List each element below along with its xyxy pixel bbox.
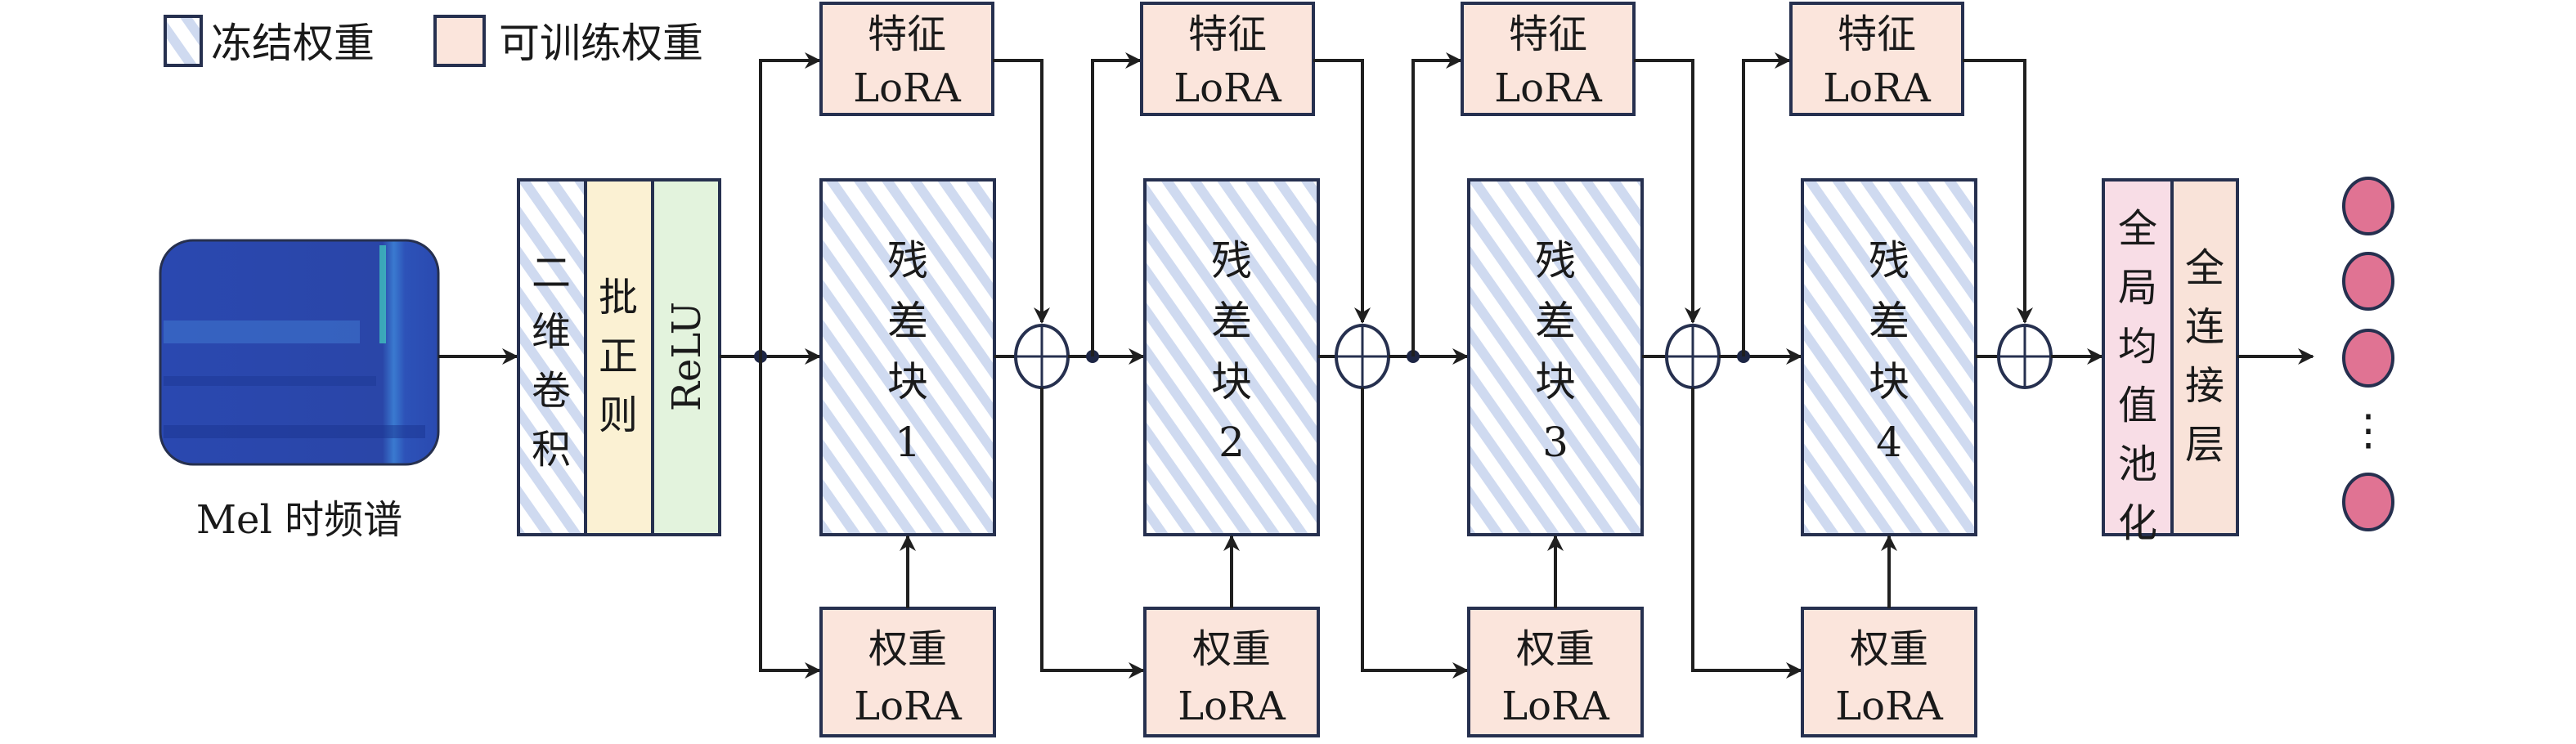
feature-lora-label: LoRA: [853, 65, 962, 111]
weight-lora-label: LoRA: [1835, 683, 1944, 729]
feature-lora-label: 特征: [868, 11, 946, 57]
weight-lora-label: 权重: [1516, 626, 1595, 672]
weight-lora-box: [819, 607, 996, 737]
feature-lora-box: [1461, 2, 1636, 116]
residual-block: [1467, 178, 1644, 536]
weight-lora-label: 权重: [868, 626, 947, 672]
batchnorm-label: 批正则: [599, 275, 638, 438]
gap-label: 全局均值池化: [2118, 206, 2157, 546]
arrow-to-feature-lora: [759, 52, 821, 356]
spectrogram-label: Mel 时频谱: [196, 497, 402, 543]
weight-lora-label: 权重: [1192, 626, 1271, 672]
weight-lora-label: LoRA: [1501, 683, 1610, 729]
output-node: [2342, 329, 2394, 388]
arrow-feature-lora-to-sum: [1963, 59, 2033, 324]
weight-lora-label: 权重: [1850, 626, 1928, 672]
weight-lora-label: LoRA: [1178, 683, 1286, 729]
legend-trainable-label: 可训练权重: [499, 20, 703, 67]
residual-block: [1801, 178, 1977, 536]
feature-lora-label: LoRA: [1823, 65, 1932, 111]
weight-lora-box: [1143, 607, 1320, 737]
arrow-to-feature-lora: [1091, 52, 1142, 356]
arrow-to-feature-lora: [1742, 52, 1791, 356]
legend-frozen-swatch: [164, 15, 203, 67]
residual-block: [1143, 178, 1320, 536]
fully-connected-block: [2170, 178, 2239, 536]
conv2d-label: 二维卷积: [532, 250, 571, 473]
classifier-head: 全局均值池化 全连接层: [2102, 178, 2239, 546]
legend-frozen-label: 冻结权重: [211, 20, 375, 67]
relu-label: ReLU: [664, 302, 710, 411]
arrow-feature-lora-to-sum: [1634, 59, 1701, 324]
arrow-to-weight-lora: [1361, 388, 1469, 679]
arrow-to-weight-lora: [1040, 388, 1145, 679]
weight-lora-box: [1801, 607, 1977, 737]
feature-lora-label: 特征: [1188, 11, 1267, 57]
arrow-feature-lora-to-sum: [993, 59, 1050, 324]
feature-lora-box: [819, 2, 994, 116]
feature-lora-label: LoRA: [1174, 65, 1282, 111]
feature-lora-box: [1140, 2, 1315, 116]
mel-spectrogram-input: Mel 时频谱: [159, 239, 440, 543]
weight-lora-label: LoRA: [854, 683, 963, 729]
arrow-to-weight-lora: [759, 356, 821, 679]
weight-lora-box: [1467, 607, 1644, 737]
output-nodes: ⋮: [2342, 177, 2394, 531]
arrow-feature-lora-to-sum: [1313, 59, 1371, 324]
residual-block: [819, 178, 996, 536]
feature-lora-label: 特征: [1509, 11, 1587, 57]
relu-block: [651, 178, 721, 536]
output-node: [2342, 252, 2394, 311]
feature-lora-box: [1789, 2, 1964, 116]
arrow-to-feature-lora: [1411, 52, 1462, 356]
output-node: [2342, 177, 2394, 235]
legend: 冻结权重 可训练权重: [164, 15, 703, 67]
arrow-to-weight-lora: [1691, 388, 1802, 679]
fc-label: 全连接层: [2185, 245, 2224, 468]
batchnorm-block: [584, 178, 654, 536]
conv2d-block: [517, 178, 587, 536]
feature-lora-label: LoRA: [1494, 65, 1603, 111]
feature-lora-label: 特征: [1838, 11, 1916, 57]
spectrogram-image: [159, 239, 440, 466]
output-ellipsis: ⋮: [2347, 406, 2390, 455]
stem: 二维卷积 批正则 ReLU: [517, 178, 721, 536]
output-node: [2342, 473, 2394, 531]
legend-trainable-swatch: [433, 15, 486, 67]
